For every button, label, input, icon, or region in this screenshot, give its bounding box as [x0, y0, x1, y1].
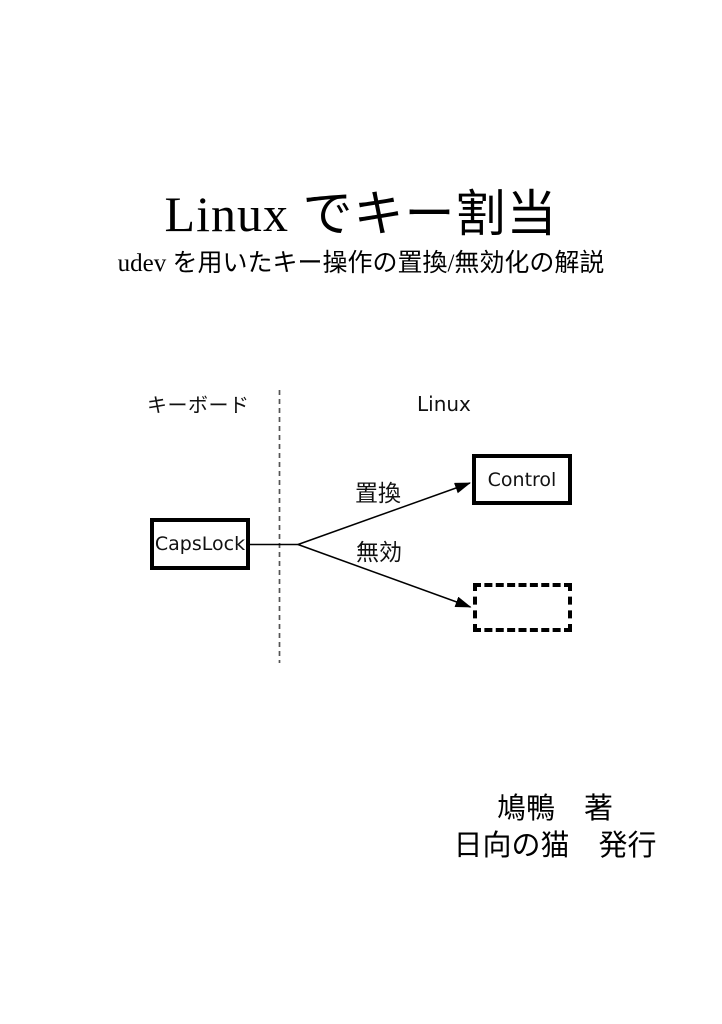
- remap-arrow-label: 置換: [355, 481, 401, 507]
- remap-arrow-line: [297, 482, 471, 546]
- disabled-key-box: [473, 583, 572, 632]
- publisher-line: 日向の猫 発行: [453, 830, 657, 862]
- control-key-box: Control: [472, 454, 572, 505]
- disable-arrow-label: 無効: [356, 540, 402, 566]
- linux-region-label: Linux: [417, 392, 471, 416]
- control-key-label: Control: [487, 468, 557, 491]
- credits-block: 鳩鴨 著 日向の猫 発行: [430, 791, 680, 865]
- author-line: 鳩鴨 著: [496, 793, 613, 825]
- page-subtitle: udev を用いたキー操作の置換/無効化の解説: [117, 250, 605, 277]
- disable-arrow-line: [297, 543, 472, 608]
- capslock-key-label: CapsLock: [154, 533, 246, 555]
- page-title: Linux でキー割当: [164, 186, 558, 242]
- keyboard-region-label: キーボード: [147, 393, 250, 417]
- capslock-key-box: CapsLock: [150, 518, 250, 570]
